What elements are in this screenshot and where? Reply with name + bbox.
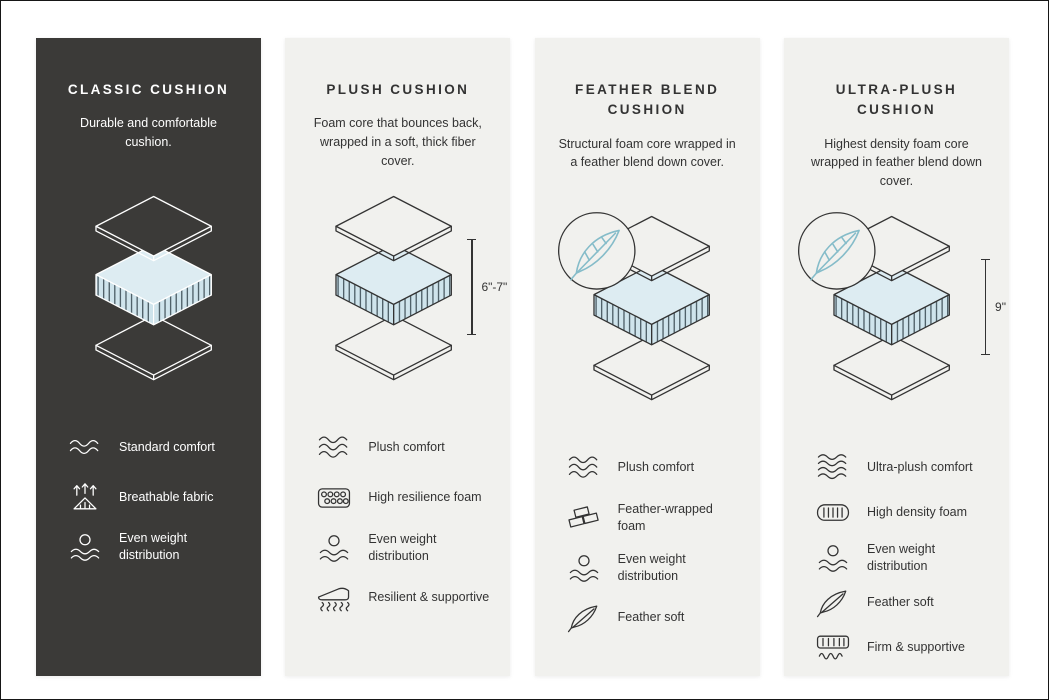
card-description: Durable and comfortable cushion. — [80, 116, 217, 149]
feature-row: Plush comfort — [563, 451, 742, 485]
feature-label: High resilience foam — [368, 490, 482, 505]
cushion-diagram — [36, 178, 261, 400]
card-title: PLUSH CUSHION — [326, 82, 470, 97]
card-ultra-plush-cushion: ULTRA-PLUSH CUSHION Highest density foam… — [783, 38, 1009, 676]
cushion-diagram — [535, 199, 760, 421]
density-foam-icon — [812, 496, 854, 530]
waves-icon — [313, 431, 355, 465]
feature-row: Even weight distribution — [812, 541, 991, 575]
feature-row: Plush comfort — [313, 431, 492, 465]
cushion-layers-illustration — [335, 195, 452, 381]
feature-label: Feather soft — [617, 610, 685, 625]
feature-row: Resilient & supportive — [313, 581, 492, 615]
feature-label: Plush comfort — [617, 460, 695, 475]
feature-label: Ultra-plush comfort — [866, 460, 973, 475]
cushion-layers-illustration — [558, 211, 711, 401]
measure-bracket — [467, 238, 477, 335]
bricks-icon — [563, 501, 605, 535]
waves-icon — [64, 430, 106, 464]
mattress-springs-icon — [812, 631, 854, 665]
feature-list: Standard comfort Breathable fabric Even … — [36, 430, 261, 564]
feature-row: Feather soft — [563, 601, 742, 635]
feature-label: Plush comfort — [368, 440, 445, 455]
feature-label: Even weight distribution — [866, 541, 936, 573]
card-description: Foam core that bounces back, wrapped in … — [313, 116, 482, 168]
foam-cells-icon — [313, 481, 355, 515]
waves-icon — [563, 451, 605, 485]
measure-label: 9" — [995, 299, 1006, 314]
weight-distribution-icon — [563, 551, 605, 585]
feature-label: High density foam — [866, 505, 968, 520]
breathable-fabric-icon — [64, 480, 106, 514]
feature-list: Ultra-plush comfort High density foam Ev… — [784, 451, 1009, 665]
feature-label: Resilient & supportive — [368, 590, 490, 605]
cushion-layers-illustration — [94, 195, 212, 381]
feature-label: Even weight distribution — [617, 551, 686, 583]
card-classic-cushion: CLASSIC CUSHION Durable and comfortable … — [36, 38, 261, 676]
feature-row: Standard comfort — [64, 430, 243, 464]
card-title: ULTRA-PLUSH CUSHION — [835, 82, 958, 118]
feature-label: Even weight distribution — [368, 531, 437, 563]
card-title: FEATHER BLEND CUSHION — [575, 82, 720, 118]
comparison-cards: CLASSIC CUSHION Durable and comfortable … — [1, 1, 1048, 676]
cushion-layers-illustration — [798, 212, 951, 401]
feature-label: Firm & supportive — [866, 640, 965, 655]
measure-label: 6"-7" — [481, 279, 508, 294]
feature-label: Even weight distribution — [119, 531, 188, 563]
card-plush-cushion: PLUSH CUSHION Foam core that bounces bac… — [285, 38, 511, 676]
card-title: CLASSIC CUSHION — [67, 82, 230, 97]
cushion-diagram: 6"-7" — [285, 179, 510, 401]
feature-row: High density foam — [812, 496, 991, 530]
feature-row: Even weight distribution — [64, 530, 243, 564]
weight-distribution-icon — [812, 541, 854, 575]
weight-distribution-icon — [64, 530, 106, 564]
waves-icon — [812, 451, 854, 485]
feature-list: Plush comfort High resilience foam Even … — [285, 431, 510, 615]
feature-label: Standard comfort — [119, 439, 215, 454]
feature-row: Ultra-plush comfort — [812, 451, 991, 485]
feature-label: Breathable fabric — [119, 489, 214, 504]
feature-row: High resilience foam — [313, 481, 492, 515]
feather-icon — [563, 601, 605, 635]
feature-list: Plush comfort Feather-wrapped foam Even … — [535, 451, 760, 635]
feature-label: Feather soft — [866, 595, 934, 610]
feature-row: Even weight distribution — [563, 551, 742, 585]
feature-row: Even weight distribution — [313, 531, 492, 565]
card-description: Highest density foam core wrapped in fea… — [811, 136, 982, 189]
feature-row: Feather soft — [812, 586, 991, 620]
card-description: Structural foam core wrapped in a feathe… — [558, 136, 736, 170]
weight-distribution-icon — [313, 531, 355, 565]
feather-badge-icon — [558, 211, 636, 290]
height-measure: 6"-7" — [467, 238, 508, 335]
feather-badge-icon — [798, 212, 877, 291]
card-feather-blend-cushion: FEATHER BLEND CUSHION Structural foam co… — [534, 38, 760, 676]
feature-row: Breathable fabric — [64, 480, 243, 514]
height-measure: 9" — [981, 258, 1006, 355]
feather-icon — [812, 586, 854, 620]
feature-row: Feather-wrapped foam — [563, 501, 742, 535]
spring-support-icon — [313, 581, 355, 615]
measure-bracket — [981, 258, 991, 355]
feature-row: Firm & supportive — [812, 631, 991, 665]
cushion-diagram: 9" — [784, 199, 1009, 421]
feature-label: Feather-wrapped foam — [617, 501, 713, 533]
